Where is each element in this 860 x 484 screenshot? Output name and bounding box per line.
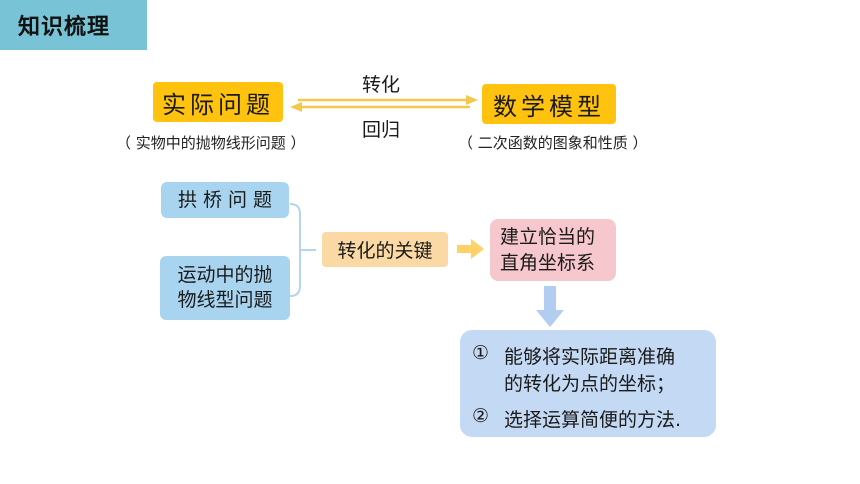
coordinate-system-box: 建立恰当的 直角坐标系: [490, 219, 616, 281]
forward-arrowhead: [466, 95, 478, 105]
math-model-box: 数学模型: [482, 84, 616, 124]
math-model-note: （ 二次函数的图象和性质 ）: [458, 134, 648, 152]
motion-problem-line2: 物线型问题: [177, 289, 273, 311]
real-problem-box: 实际问题: [153, 82, 283, 122]
backward-arrowhead: [290, 102, 302, 112]
methods-box: ① 能够将实际距离准确 的转化为点的坐标； ② 选择运算简便的方法.: [460, 330, 716, 437]
yellow-right-arrow: [457, 239, 484, 259]
motion-parabola-problem-box: 运动中的抛 物线型问题: [160, 256, 290, 320]
motion-problem-line1: 运动中的抛: [177, 264, 273, 286]
blue-down-arrow: [536, 286, 564, 327]
return-label: 回归: [362, 119, 401, 141]
method2-line1: 选择运算简便的方法.: [504, 409, 682, 431]
section-title: 知识梳理: [18, 15, 111, 40]
method1-number: ①: [472, 342, 490, 364]
method2-number: ②: [472, 405, 490, 427]
coordinate-line1: 建立恰当的: [500, 226, 596, 248]
coordinate-line2: 直角坐标系: [500, 252, 596, 274]
method1-line1: 能够将实际距离准确: [504, 346, 676, 368]
conversion-key-box: 转化的关键: [322, 232, 448, 267]
section-header-bar: [0, 0, 147, 50]
grouping-bracket: [289, 203, 316, 297]
real-problem-note: （ 实物中的抛物线形问题 ）: [116, 134, 306, 152]
convert-label: 转化: [362, 74, 401, 96]
arch-bridge-problem-box: 拱 桥 问 题: [161, 182, 289, 218]
double-arrow: [290, 95, 478, 112]
method1-line2: 的转化为点的坐标；: [504, 373, 676, 395]
